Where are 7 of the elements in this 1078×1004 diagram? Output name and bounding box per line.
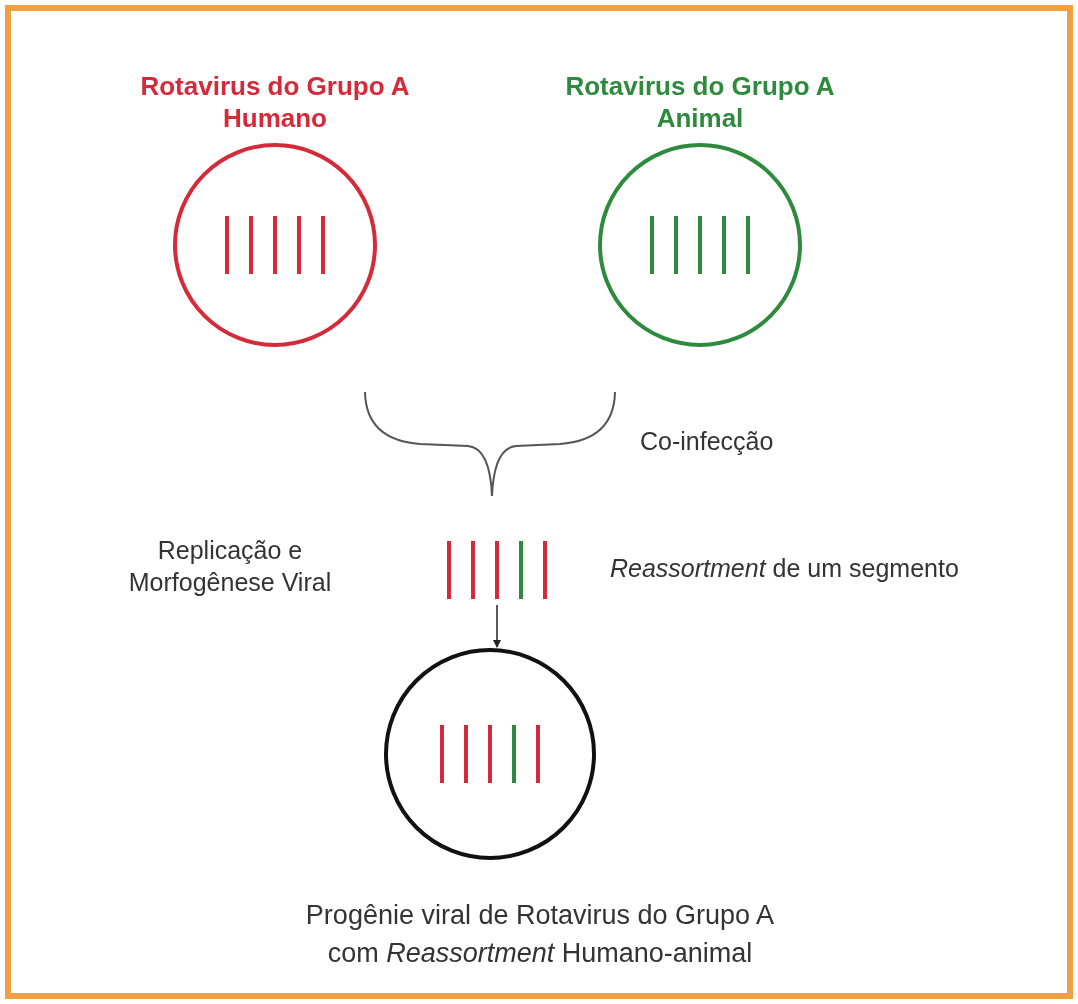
virus-heading: Rotavirus do Grupo A Animal bbox=[564, 70, 836, 134]
annotation-text: Reassortment de um segmento bbox=[610, 553, 960, 584]
caption-text: Progênie viral de Rotavirus do Grupo A com Reassortment Humano-animal bbox=[304, 899, 776, 970]
annotation-text: Replicação e Morfogênese Viral bbox=[127, 535, 333, 598]
arrow bbox=[493, 604, 501, 648]
annotation-text: Co-infecção bbox=[640, 426, 775, 457]
virus-heading: Rotavirus do Grupo A Humano bbox=[139, 70, 411, 134]
